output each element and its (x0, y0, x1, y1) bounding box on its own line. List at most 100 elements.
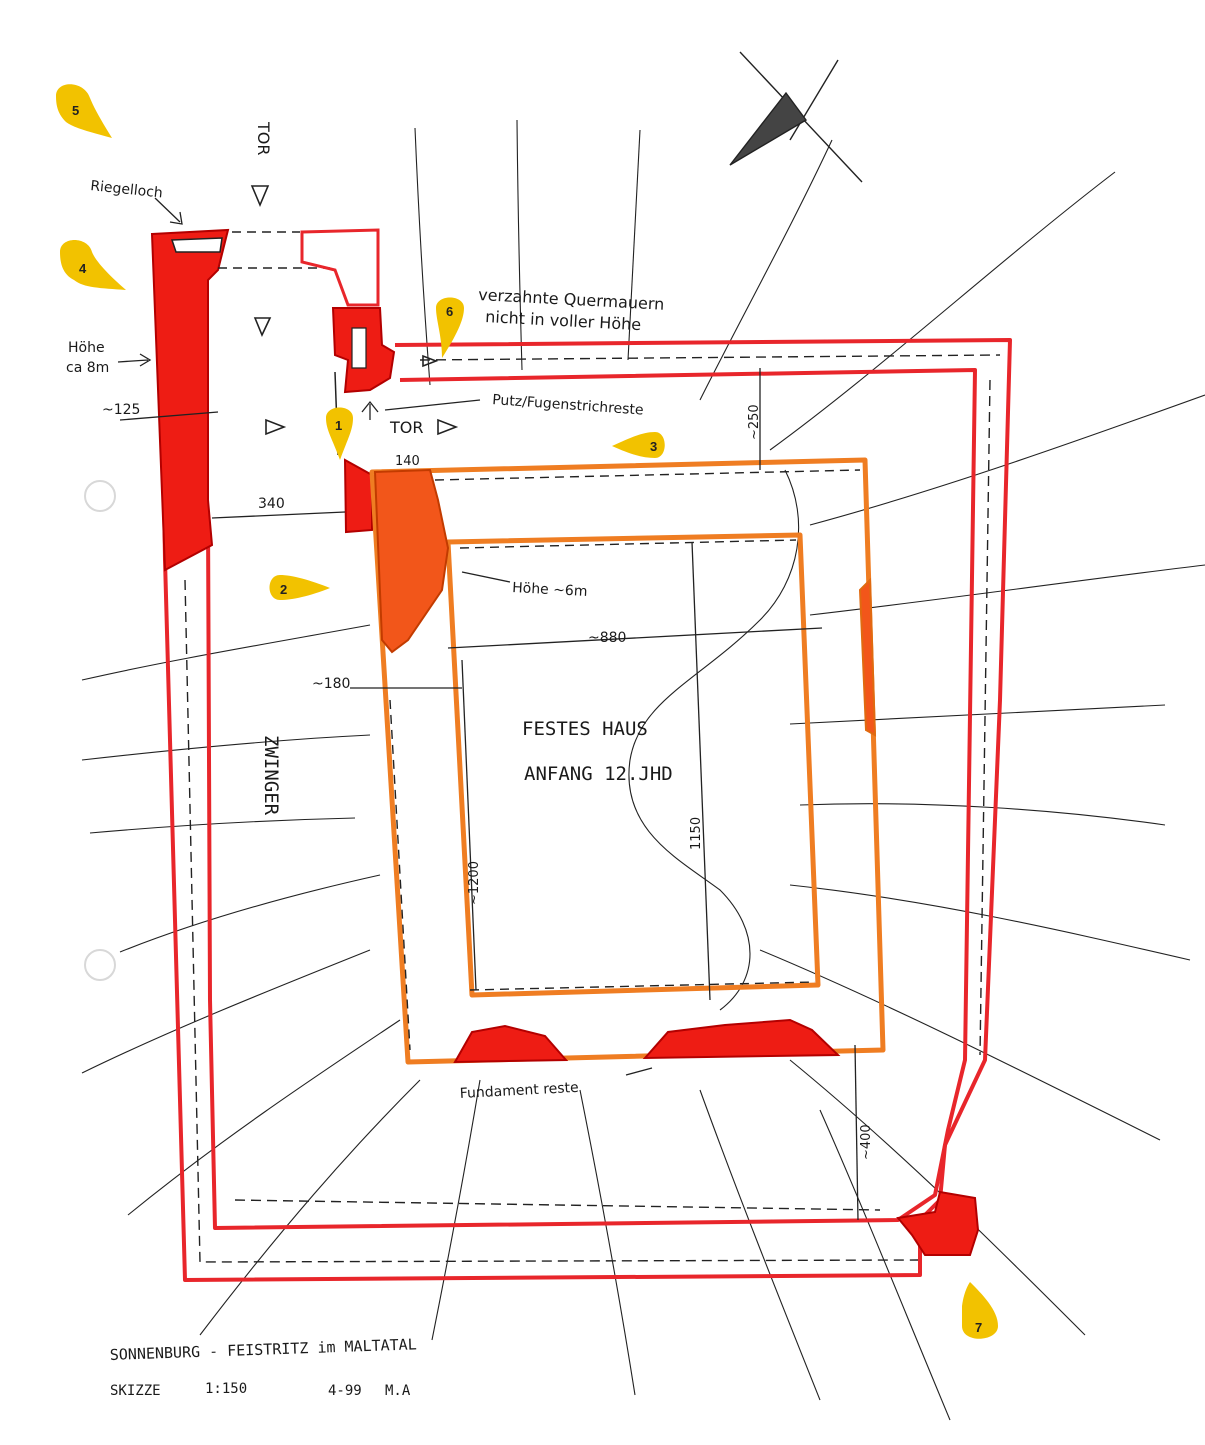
terrain-line (81, 949, 371, 1074)
map-pin-label: 1 (335, 418, 342, 433)
label-dim-250: ~250 (747, 404, 762, 440)
outer-wall-dashes (184, 354, 1001, 1263)
terrain-line (127, 1019, 401, 1216)
keep-corner-mass (373, 468, 450, 654)
outer-wall-dash (184, 579, 919, 1263)
caption-date: 4-99 (328, 1383, 362, 1399)
label-fundament: Fundament reste (459, 1080, 579, 1102)
terrain-line (759, 949, 1161, 1141)
north-arrow (729, 51, 863, 183)
caption-scale: 1:150 (205, 1381, 247, 1397)
map-pin-label: 2 (280, 582, 287, 597)
map-pin-icon (436, 297, 464, 358)
gate-jamb (343, 458, 373, 534)
map-pin-1[interactable]: 1 (326, 407, 353, 461)
terrain-line (199, 1079, 421, 1336)
label-dim-1200: ~1200 (467, 861, 482, 905)
binder-hole (84, 949, 116, 981)
gate-tower (300, 228, 380, 307)
terrain-line (769, 171, 1116, 451)
terrain-line (431, 1079, 481, 1341)
terrain-line (579, 1089, 636, 1396)
triangle-icon (253, 317, 272, 337)
label-hoehe-6m: Höhe ~6m (512, 580, 588, 600)
map-pin-3[interactable]: 3 (612, 432, 665, 458)
map-pin-label: 3 (650, 439, 657, 454)
foundation-remnant (642, 1018, 841, 1060)
map-pin-label: 6 (446, 304, 453, 319)
terrain-line (809, 394, 1205, 526)
gate-wall (150, 228, 230, 572)
keep-inner-dashes (389, 469, 861, 1051)
outer-wall-inner (206, 368, 977, 1230)
binder-holes (84, 480, 116, 981)
keep-outer-wall (369, 457, 886, 1065)
map-pins: 1 2 3 4 5 6 7 (56, 84, 998, 1339)
map-pin-6[interactable]: 6 (436, 297, 464, 359)
keep-east-remnant (858, 577, 877, 737)
terrain-line (789, 884, 1191, 961)
keep-inner-wall (445, 532, 821, 998)
foundation-remnant (453, 1024, 569, 1064)
keep (369, 457, 886, 1065)
outer-wall-outer (158, 239, 1012, 1282)
caption: SONNENBURG - FEISTRITZ im MALTATAL SKIZZ… (110, 1335, 417, 1399)
map-pin-4[interactable]: 4 (60, 240, 126, 290)
north-arrow-head (729, 91, 808, 166)
terrain-line (819, 1109, 951, 1421)
map-pin-icon (612, 432, 665, 458)
terrain-line (789, 704, 1166, 725)
dim-line-880 (447, 627, 823, 649)
outer-wall (158, 239, 1012, 1282)
map-pin-label: 5 (72, 103, 79, 118)
triangle-icon (422, 354, 439, 368)
direction-markers (250, 185, 459, 436)
map-pin-icon (60, 240, 126, 290)
tor-arrow (361, 400, 379, 420)
north-arrow-stroke (789, 59, 839, 141)
caption-skizze: SKIZZE (110, 1383, 161, 1399)
terrain-line (699, 139, 833, 401)
terrain-line (89, 817, 356, 834)
outer-wall-dash (979, 379, 991, 1056)
gate-tower-notch (351, 327, 367, 369)
label-zwinger: ZWINGER (260, 735, 282, 816)
label-festes-haus: FESTES HAUS (522, 718, 648, 740)
triangle-icon (250, 185, 270, 208)
terrain-line (799, 803, 1166, 826)
dim-line-1200 (461, 659, 477, 991)
map-pin-2[interactable]: 2 (269, 575, 331, 600)
map-pin-label: 4 (79, 261, 87, 276)
terrain-line (516, 119, 523, 371)
label-hoehe-left-2: ca 8m (66, 360, 109, 376)
map-pin-7[interactable]: 7 (962, 1282, 998, 1339)
gate-wall-notch (170, 237, 223, 253)
label-dim-880: ~880 (588, 630, 626, 646)
map-pin-5[interactable]: 5 (56, 84, 112, 138)
map-pin-icon (269, 575, 330, 600)
label-hoehe-left-1: Höhe (68, 340, 105, 356)
corner-tower (896, 1190, 980, 1256)
label-riegelloch: Riegelloch (90, 178, 164, 202)
terrain-lines (81, 119, 1205, 1421)
binder-hole (84, 480, 116, 512)
map-pin-label: 7 (975, 1320, 982, 1335)
terrain-line (119, 874, 381, 953)
dimension-lines (117, 197, 859, 1221)
dim-line-400 (854, 1044, 859, 1221)
fundament-arrow (625, 1067, 653, 1076)
label-dim-125: ~125 (102, 402, 140, 418)
outer-wall-dash (419, 354, 1001, 361)
label-putz: Putz/Fugenstrichreste (492, 392, 644, 419)
map-pin-icon (56, 84, 112, 138)
label-anfang: ANFANG 12.JHD (524, 763, 673, 785)
caption-initials: M.A (385, 1383, 411, 1399)
dim-line-340 (211, 511, 346, 519)
map-pin-icon (326, 407, 353, 460)
caption-title: SONNENBURG - FEISTRITZ im MALTATAL (110, 1335, 417, 1364)
hoehe-6m-arrow (461, 571, 511, 583)
terrain-line (699, 1089, 821, 1401)
map-pin-icon (962, 1282, 998, 1339)
dim-line-1150 (691, 541, 711, 1001)
